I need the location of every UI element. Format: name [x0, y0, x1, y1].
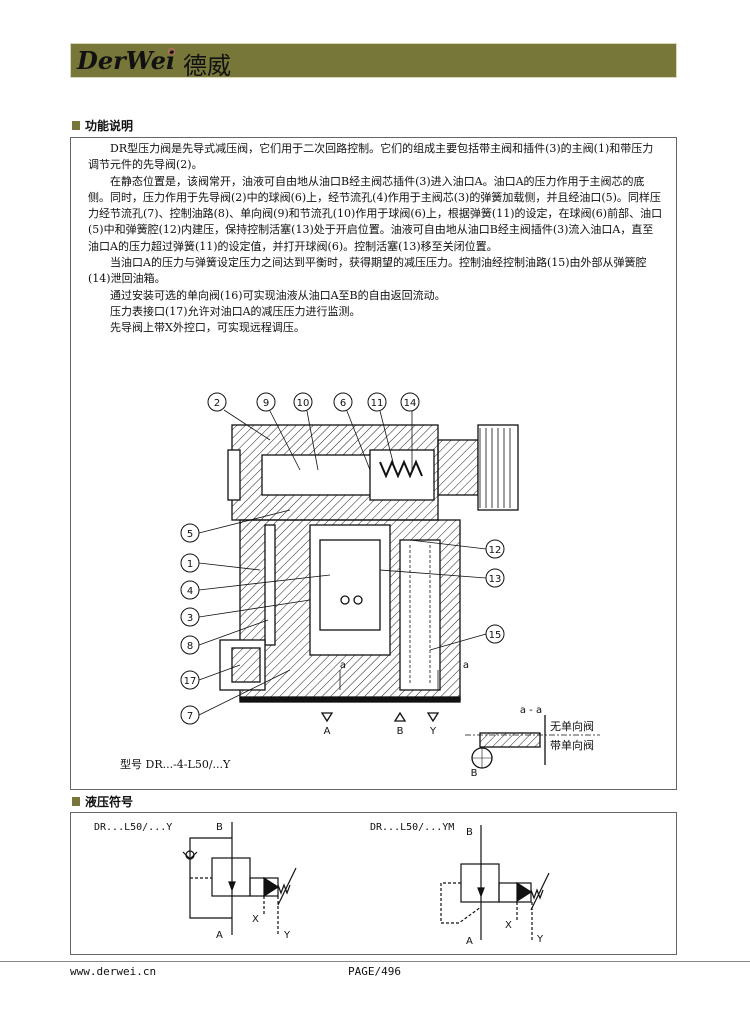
section-bullet-icon — [72, 797, 80, 806]
callout-12: 12 — [489, 545, 502, 556]
label-without-check-valve: 无单向阀 — [550, 719, 594, 733]
port-a-label: A — [324, 726, 331, 737]
logo-chinese: 德威 — [183, 52, 231, 80]
callout-11: 11 — [371, 398, 384, 409]
port-y-label: Y — [429, 726, 437, 737]
callout-6: 6 — [340, 398, 346, 409]
footer-website: www.derwei.cn — [70, 965, 157, 978]
hydraulic-symbols-box — [70, 812, 677, 955]
callout-9: 9 — [263, 398, 269, 409]
callout-2: 2 — [214, 398, 220, 409]
callout-17: 17 — [184, 676, 197, 687]
paragraph: 压力表接口(17)允许对油口A的减压压力进行监测。 — [110, 304, 361, 318]
paragraph: 当油口A的压力与弹簧设定压力之间达到平衡时，获得期望的减压压力。控制油经控制油路… — [88, 256, 647, 286]
paragraph: DR型压力阀是先导式减压阀，它们用于二次回路控制。它们的组成主要包括带主阀和插件… — [88, 142, 654, 172]
section-mark-a: a — [463, 660, 469, 671]
model-code: 型号 DR...-4-L50/...Y — [120, 758, 231, 771]
registered-mark-icon — [168, 48, 175, 55]
paragraph: 先导阀上带X外控口，可实现远程调压。 — [110, 321, 305, 335]
section-title-function: 功能说明 — [72, 117, 133, 134]
brand-header: DerWei 德威 — [70, 43, 677, 80]
callout-3: 3 — [187, 613, 193, 624]
section-title-text: 液压符号 — [85, 795, 134, 809]
section-mark-a: a — [340, 660, 346, 671]
label-with-check-valve: 带单向阀 — [550, 738, 594, 752]
callout-13: 13 — [489, 574, 502, 585]
callout-5: 5 — [187, 529, 193, 540]
callout-15: 15 — [489, 630, 502, 641]
section-title-text: 功能说明 — [85, 119, 134, 133]
symbol-label-ym: DR...L50/...YM — [370, 822, 455, 833]
description-text: DR型压力阀是先导式减压阀，它们用于二次回路控制。它们的组成主要包括带主阀和插件… — [88, 141, 663, 337]
port-b-label: B — [397, 726, 404, 737]
callout-7: 7 — [187, 711, 193, 722]
paragraph: 在静态位置是，该阀常开，油液可自由地从油口B经主阀芯插件(3)进入油口A。油口A… — [88, 174, 663, 253]
callout-14: 14 — [404, 398, 417, 409]
function-description-box — [70, 137, 677, 790]
logo-latin: DerWei — [77, 46, 176, 75]
section-title-hydraulic-symbols: 液压符号 — [72, 793, 133, 810]
section-view-title: a - a — [520, 705, 542, 716]
section-bullet-icon — [72, 121, 80, 130]
callout-8: 8 — [187, 641, 193, 652]
footer-page-number: PAGE/496 — [348, 965, 401, 978]
callout-10: 10 — [297, 398, 310, 409]
section-view-port-b: B — [471, 768, 478, 779]
callout-4: 4 — [187, 586, 193, 597]
footer-divider — [0, 961, 750, 962]
callout-1: 1 — [187, 559, 193, 570]
paragraph: 通过安装可选的单向阀(16)可实现油液从油口A至B的自由返回流动。 — [110, 288, 446, 302]
symbol-label-y: DR...L50/...Y — [94, 822, 173, 833]
